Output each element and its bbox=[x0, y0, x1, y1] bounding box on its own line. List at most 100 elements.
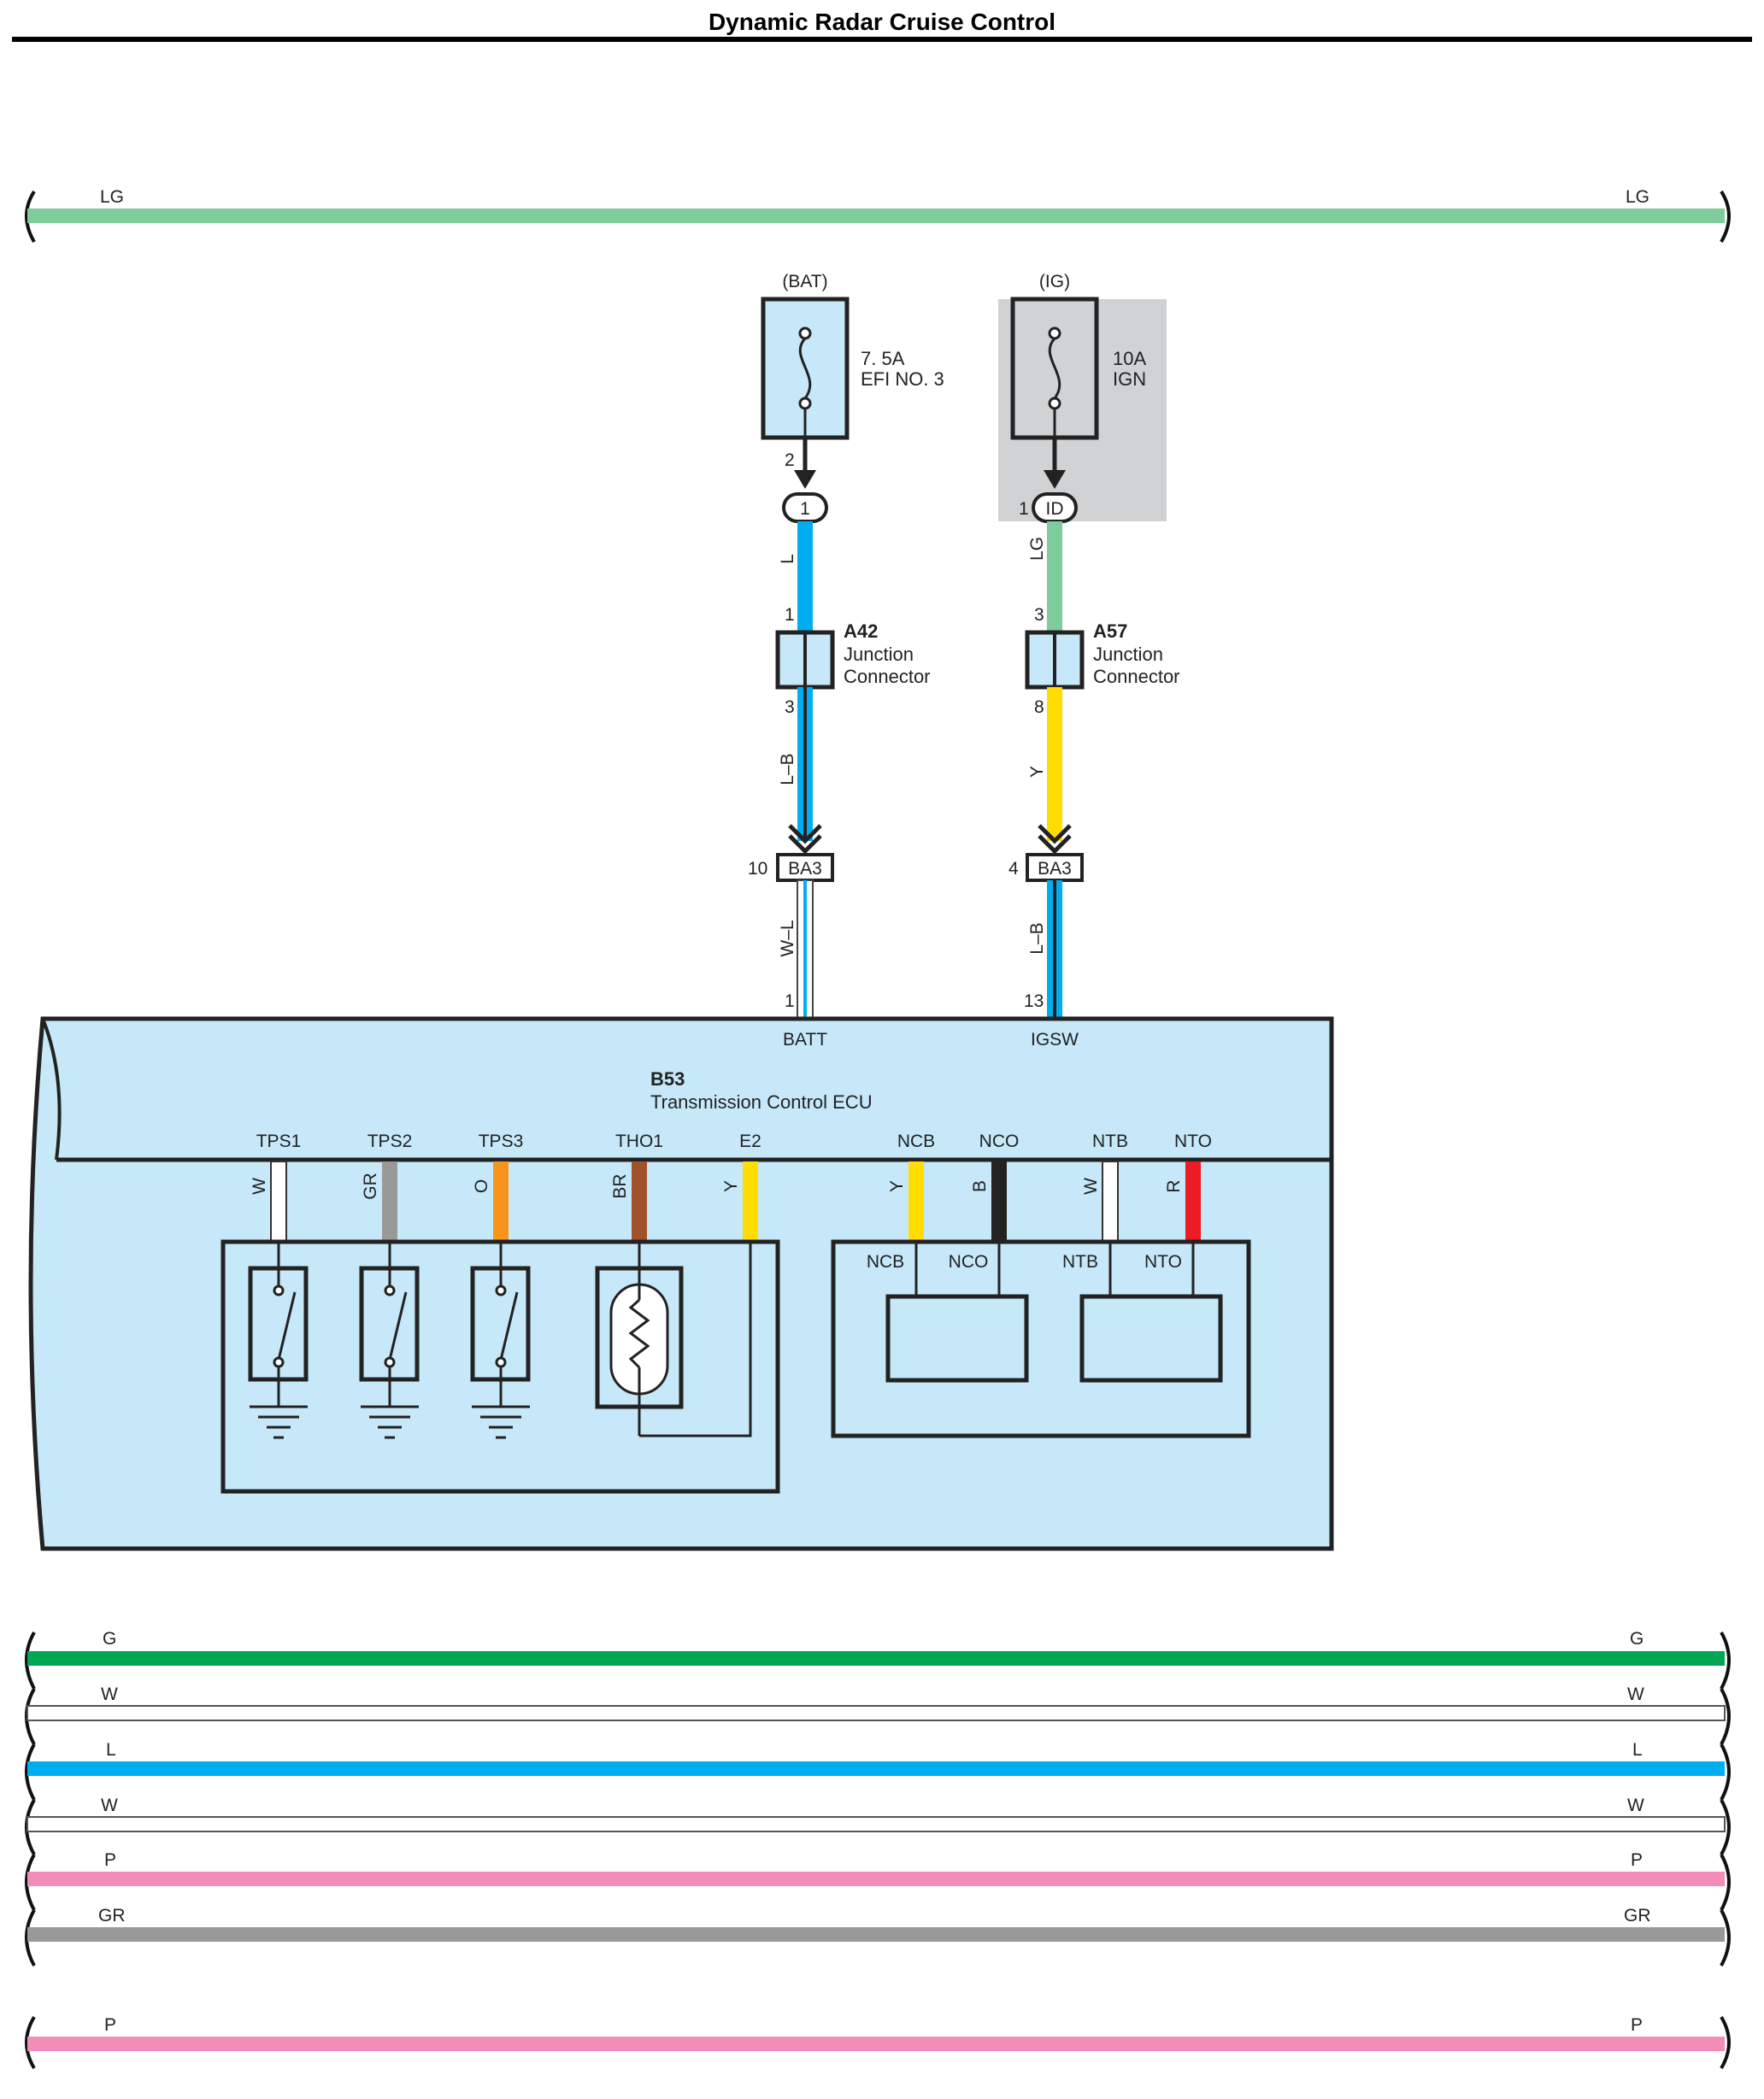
terminal-ntb: NTB bbox=[1092, 1132, 1128, 1151]
connector-ba3-left: BA3 10 bbox=[748, 853, 834, 882]
junction-connector-a57: 3 A57 Junction Connector 8 bbox=[1025, 605, 1180, 717]
wire-label-l: L bbox=[778, 554, 797, 564]
fuse-element-icon bbox=[1048, 337, 1061, 399]
wire-label-ncb: Y bbox=[887, 1180, 907, 1192]
bus-wire-gr bbox=[27, 1927, 1725, 1942]
wire-nco bbox=[991, 1161, 1007, 1242]
bus-label-left: GR bbox=[98, 1906, 126, 1926]
bus-label-right: P bbox=[1631, 1850, 1643, 1870]
inner-label-ncb: NCB bbox=[867, 1252, 904, 1272]
wire-e2 bbox=[743, 1161, 758, 1242]
wire-label-tho1: BR bbox=[610, 1173, 630, 1198]
bus-label-right: W bbox=[1627, 1684, 1644, 1704]
fuse-rating-ig: 10A bbox=[1113, 348, 1146, 369]
chevron-down-icon bbox=[788, 824, 822, 844]
chevron-down-icon bbox=[1038, 824, 1072, 844]
bus-break-right bbox=[1720, 1632, 1731, 1690]
a57-pin-in: 3 bbox=[1034, 605, 1044, 625]
wire-label-e2: Y bbox=[721, 1180, 741, 1192]
bus-label-right: GR bbox=[1624, 1906, 1651, 1926]
chevron-down-icon bbox=[788, 834, 822, 855]
wire-label-nco: B bbox=[970, 1180, 990, 1192]
bus-break-right bbox=[1720, 2015, 1731, 2070]
ecu-igsw-pin: 13 bbox=[1024, 991, 1044, 1011]
top-bus: LG LG bbox=[25, 187, 1731, 244]
ecu-igsw-terminal: IGSW bbox=[1031, 1030, 1079, 1050]
a57-name-line2: Connector bbox=[1093, 666, 1180, 687]
terminal-e2: E2 bbox=[739, 1132, 761, 1151]
wire-label-tps1: W bbox=[250, 1178, 269, 1195]
ba3-left-label: BA3 bbox=[788, 859, 822, 879]
ba3-right-pin: 4 bbox=[1008, 859, 1019, 879]
a42-name-line2: Connector bbox=[844, 666, 931, 687]
page-title: Dynamic Radar Cruise Control bbox=[709, 9, 1055, 35]
sensor-nc-icon bbox=[885, 1294, 1029, 1383]
fuse-source-bat: (BAT) bbox=[782, 272, 827, 291]
connector-arrow-icon bbox=[1044, 470, 1066, 489]
wire-label-w-l: W–L bbox=[778, 920, 797, 956]
a57-id: A57 bbox=[1093, 620, 1127, 642]
wire-tps3 bbox=[493, 1161, 509, 1242]
sensor-circuit bbox=[220, 1239, 780, 1494]
terminal-nto: NTO bbox=[1174, 1132, 1212, 1151]
bus-break-left bbox=[25, 2015, 36, 2070]
bus-break-right bbox=[1720, 190, 1731, 244]
wire-ncb bbox=[908, 1161, 924, 1242]
bus-label-left: P bbox=[104, 1850, 116, 1870]
bottom-bus: P P bbox=[25, 2015, 1731, 2070]
bus-label-left: W bbox=[101, 1796, 118, 1815]
connector-ba3-right: BA3 4 bbox=[1008, 853, 1084, 882]
wire-nto bbox=[1185, 1161, 1201, 1242]
wire-tps1 bbox=[270, 1161, 287, 1243]
a57-pin-out: 8 bbox=[1034, 697, 1044, 717]
fuse-name-ig: IGN bbox=[1113, 368, 1146, 390]
fuse-efi-no3: (BAT) 7. 5A EFI NO. 3 2 1 bbox=[761, 272, 944, 523]
junction-label-bat: 1 bbox=[800, 499, 810, 519]
ba3-left-pin: 10 bbox=[748, 859, 767, 879]
ba3-left-box bbox=[776, 853, 834, 882]
wire-l bbox=[797, 521, 813, 632]
a42-name-line1: Junction bbox=[844, 644, 914, 665]
a42-pin-in: 1 bbox=[785, 605, 795, 625]
wire-tps2 bbox=[382, 1161, 397, 1242]
a42-id: A42 bbox=[844, 620, 878, 642]
terminal-tps3: TPS3 bbox=[479, 1132, 524, 1151]
bus-label-right: P bbox=[1631, 2015, 1643, 2035]
terminal-ncb: NCB bbox=[897, 1132, 935, 1151]
speed-sensor-circuit: NCB NCO NTB NTO bbox=[831, 1239, 1251, 1438]
bus-label-left: W bbox=[101, 1684, 118, 1704]
fuse-name-bat: EFI NO. 3 bbox=[861, 368, 944, 390]
wire-label-tps3: O bbox=[472, 1179, 491, 1193]
ecu-name: Transmission Control ECU bbox=[650, 1091, 873, 1113]
terminal-tps1: TPS1 bbox=[256, 1132, 302, 1151]
connector-arrow-icon bbox=[794, 470, 816, 489]
fuse-ign: (IG) 10A IGN 1 ID bbox=[1010, 272, 1146, 523]
fuse-source-ig: (IG) bbox=[1039, 272, 1070, 291]
bus-break-left bbox=[25, 190, 36, 244]
wire-label-nto: R bbox=[1164, 1179, 1184, 1192]
wire-label-lg: LG bbox=[1027, 537, 1047, 561]
a42-pin-out: 3 bbox=[785, 697, 795, 717]
bus-break-left bbox=[25, 1632, 36, 1690]
bus-wire-l bbox=[27, 1761, 1725, 1776]
fuse-rating-bat: 7. 5A bbox=[861, 348, 905, 369]
bus-label-left: L bbox=[106, 1740, 116, 1760]
wire-label-y: Y bbox=[1027, 766, 1047, 778]
fuse-element-icon bbox=[798, 337, 812, 399]
a57-name-line1: Junction bbox=[1093, 644, 1163, 665]
terminal-tho1: THO1 bbox=[615, 1132, 663, 1151]
terminal-tps2: TPS2 bbox=[368, 1132, 413, 1151]
bus-label-right: W bbox=[1627, 1796, 1644, 1815]
inner-label-nco: NCO bbox=[949, 1252, 989, 1272]
bottom-bus-group: G G W W L L W W P P GR GR bbox=[25, 1629, 1731, 1967]
junction-label-ig: ID bbox=[1046, 499, 1064, 519]
bus-wire-w bbox=[26, 1705, 1726, 1721]
wire-label-l-b: L–B bbox=[778, 753, 797, 785]
title-rule bbox=[12, 37, 1752, 42]
chevron-down-icon bbox=[1038, 834, 1072, 855]
inner-label-ntb: NTB bbox=[1062, 1252, 1098, 1272]
bus-wire-w bbox=[26, 1816, 1726, 1832]
bus-wire-g bbox=[27, 1651, 1725, 1666]
bus-label-right: G bbox=[1630, 1629, 1643, 1649]
